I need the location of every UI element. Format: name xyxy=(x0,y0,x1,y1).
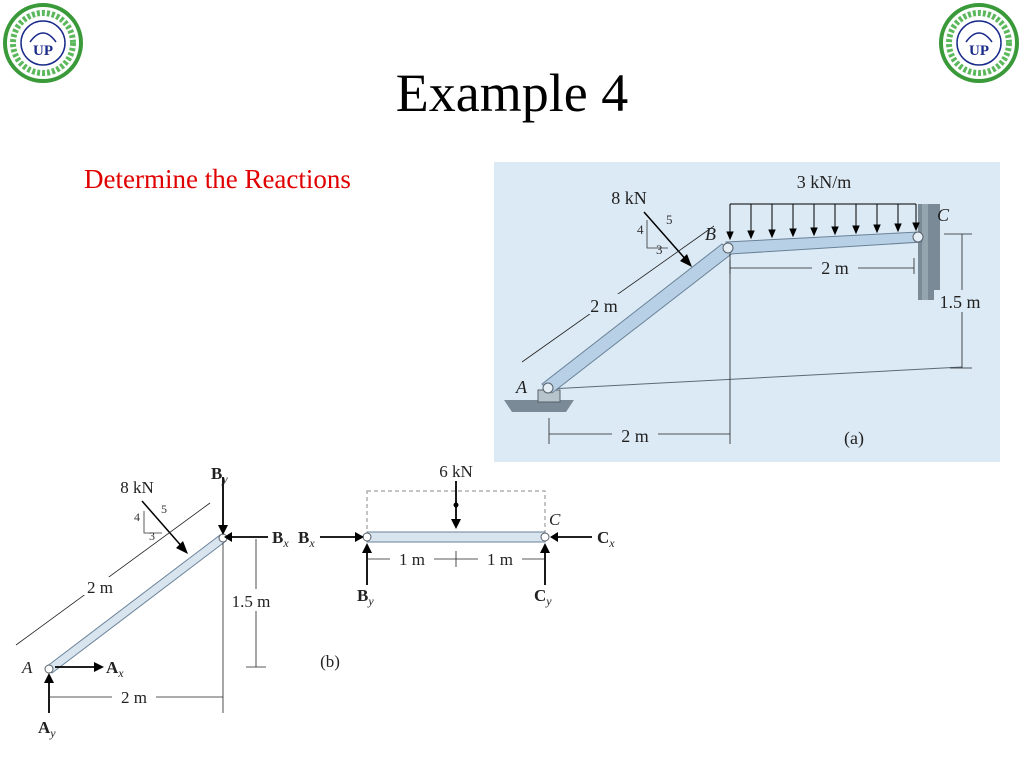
force-bx-label-right: Bx xyxy=(298,528,315,550)
force-ax-label: Ax xyxy=(106,658,124,680)
slide-subtitle: Determine the Reactions xyxy=(84,164,351,194)
fbd-slope-triangle xyxy=(143,511,162,534)
fbd-member-bc xyxy=(366,531,546,543)
fbd-dim-half-1: 1 m xyxy=(399,550,425,569)
fbd-dim-ab-line xyxy=(15,502,211,646)
figure-b-caption: (b) xyxy=(320,652,340,671)
force-ay-label: Ay xyxy=(38,718,56,740)
fbd-slope-hyp: 5 xyxy=(161,502,167,516)
figure-a-caption: (a) xyxy=(844,428,864,449)
dim-ab-label: 2 m xyxy=(590,296,618,316)
force-8kn-label: 8 kN xyxy=(611,188,647,208)
fbd-dim-half-2: 1 m xyxy=(487,550,513,569)
distributed-load-label: 3 kN/m xyxy=(797,172,852,192)
point-b-label: B xyxy=(705,224,716,244)
fbd-dim-ab-label: 2 m xyxy=(87,578,113,597)
fbd-slope-horizontal: 3 xyxy=(149,529,155,543)
resultant-6kn-label: 6 kN xyxy=(439,462,473,481)
slope-horizontal: 3 xyxy=(656,242,663,257)
pin-a xyxy=(542,382,554,394)
fbd-point-a-label: A xyxy=(21,658,33,677)
slope-vertical: 4 xyxy=(637,222,644,237)
force-8kn-arrow xyxy=(643,211,689,263)
point-c-label: C xyxy=(937,205,950,225)
slope-triangle xyxy=(646,220,668,249)
fbd-dim-horizontal-label: 2 m xyxy=(121,688,147,707)
slide-title: Example 4 xyxy=(395,63,629,123)
dim-horizontal-label: 2 m xyxy=(621,426,649,446)
distributed-load-arrows xyxy=(726,204,920,241)
figure-a-structure: 3 kN/m 8 kN 5 4 3 B C A 2 m 2 m 1.5 m 2 … xyxy=(494,162,1000,462)
pin-c xyxy=(912,231,924,243)
figure-b-free-body: 8 kN 5 4 3 By Bx 2 m 1.5 m Ax A Ay 2 m (… xyxy=(15,462,615,740)
fbd-dim-height-label: 1.5 m xyxy=(232,592,271,611)
dim-height-label: 1.5 m xyxy=(939,292,980,312)
force-by-label-bottom: By xyxy=(357,586,374,608)
university-logo-left: UP xyxy=(3,3,83,83)
logo-text: UP xyxy=(33,43,53,59)
fbd-point-c-label: C xyxy=(549,510,561,529)
university-logo-right: UP xyxy=(939,3,1019,83)
slope-hyp: 5 xyxy=(666,212,673,227)
dim-bc-label: 2 m xyxy=(821,258,849,278)
force-cx-label: Cx xyxy=(597,528,615,550)
force-cy-label: Cy xyxy=(534,586,552,608)
fbd-member-ab xyxy=(45,534,227,674)
pin-b xyxy=(722,242,734,254)
baseline-line xyxy=(548,366,963,390)
point-a-label: A xyxy=(515,377,528,397)
force-by-label-top: By xyxy=(211,464,228,486)
fbd-force-8kn-arrow xyxy=(141,500,185,550)
fbd-slope-vertical: 4 xyxy=(134,510,140,524)
ground-a xyxy=(504,400,574,412)
logo-text: UP xyxy=(969,43,989,59)
force-bx-label-left: Bx xyxy=(272,528,289,550)
fbd-force-8kn-label: 8 kN xyxy=(120,478,154,497)
